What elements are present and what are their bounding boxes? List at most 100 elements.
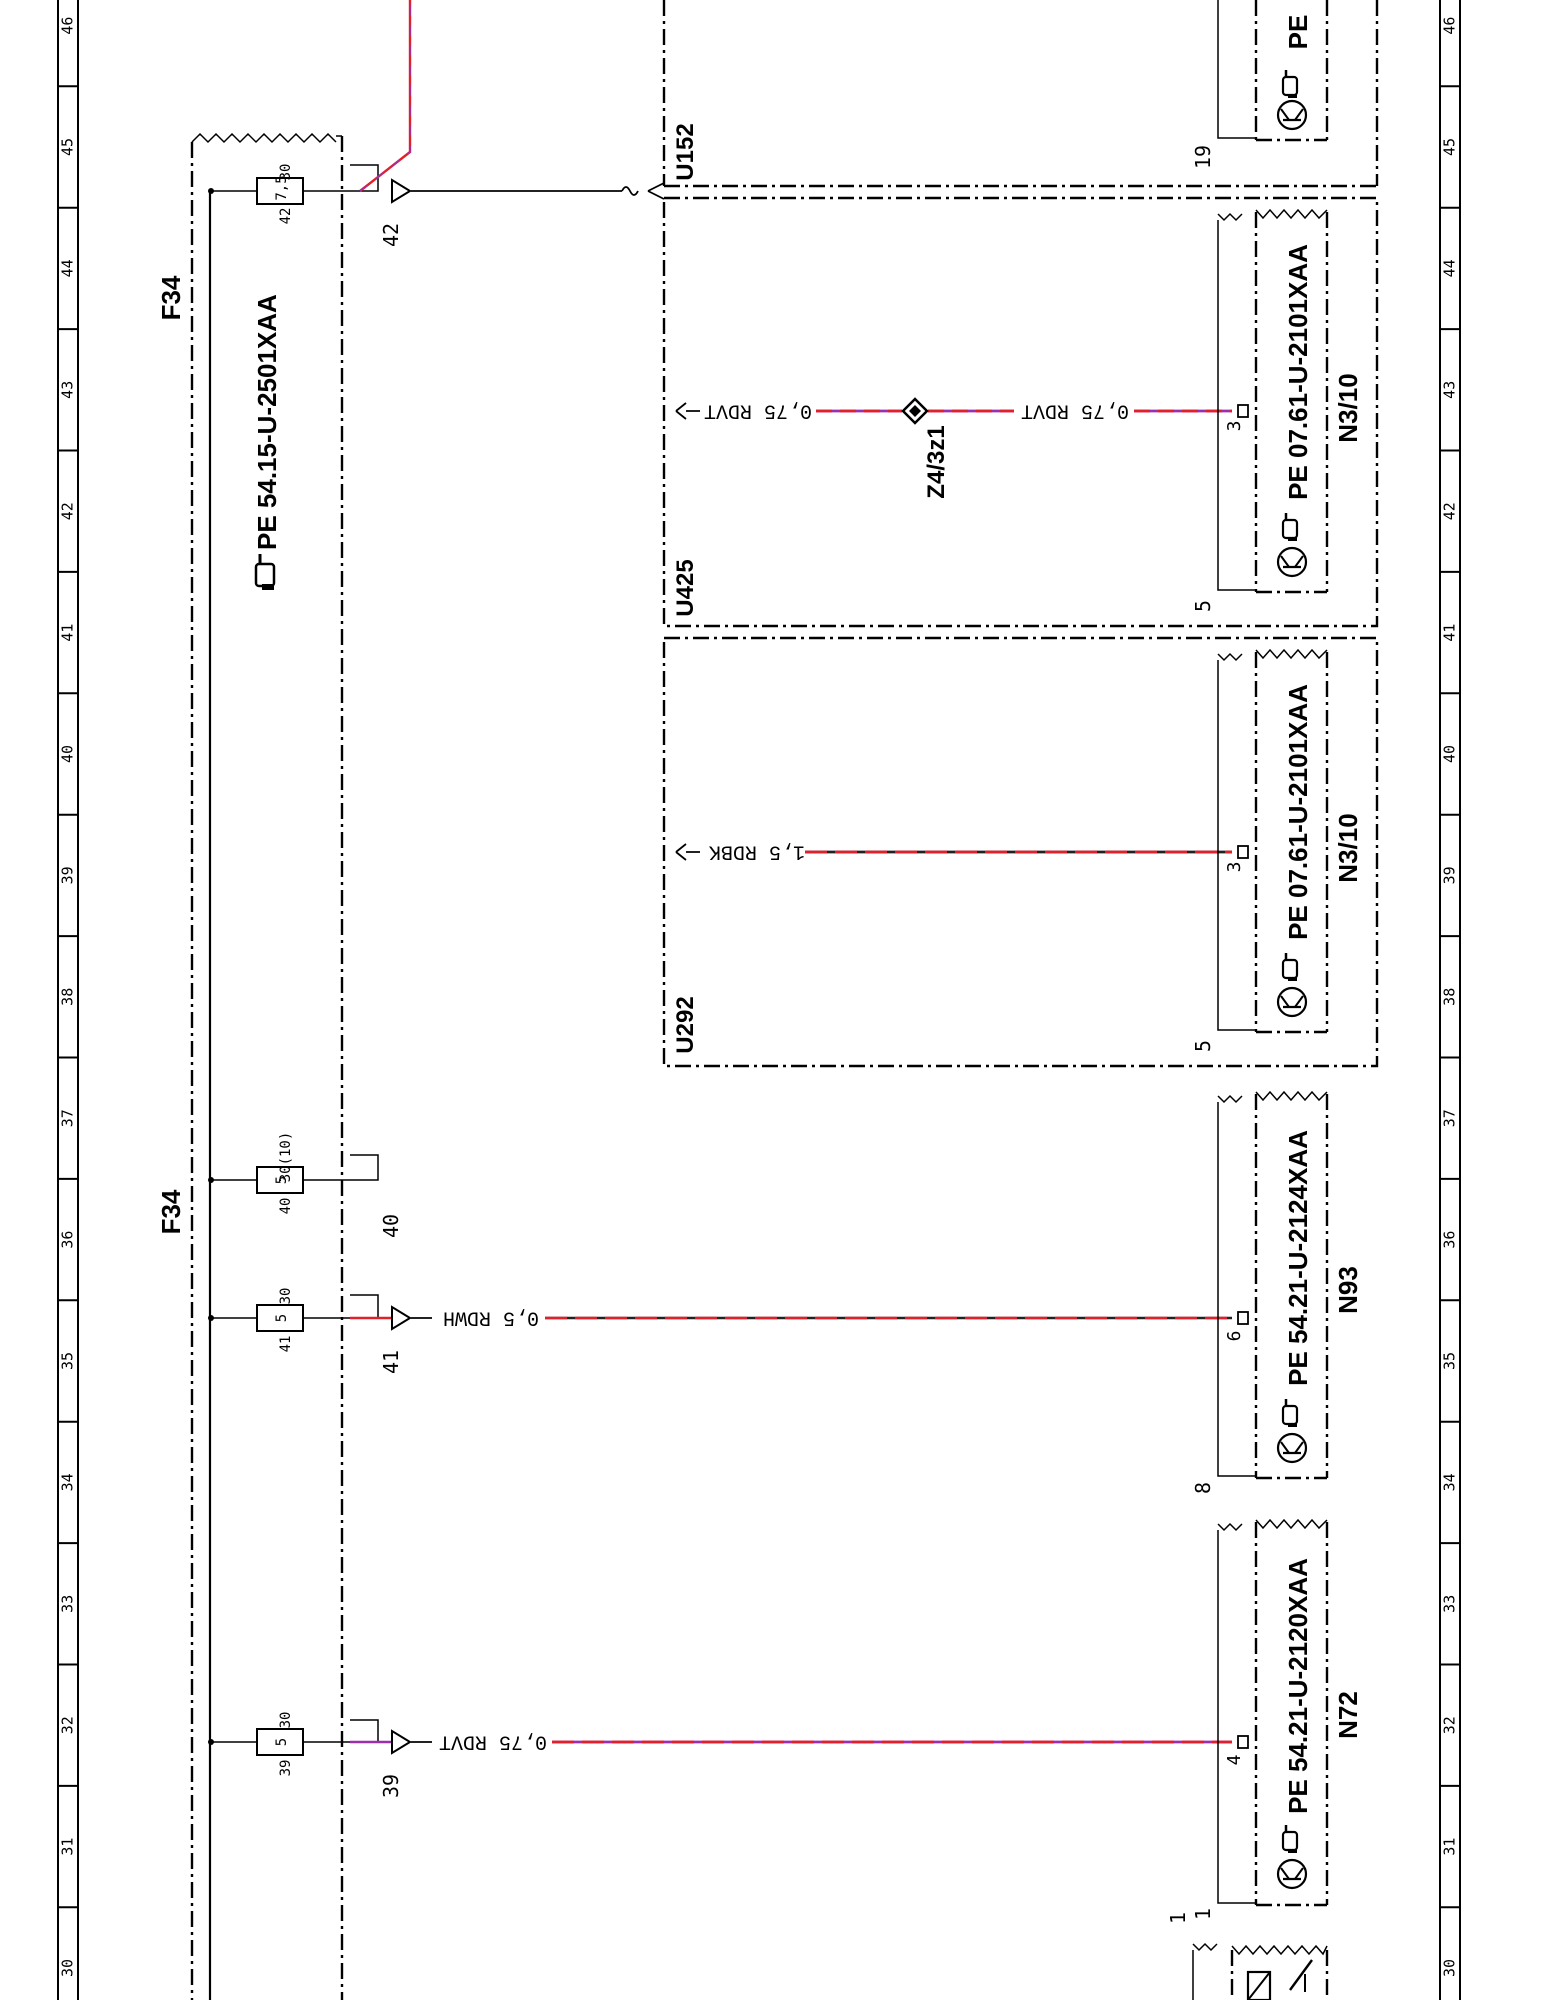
transistor-icon bbox=[1276, 546, 1308, 578]
grid-number: 35 bbox=[1441, 1352, 1459, 1370]
variant-label: U152 bbox=[672, 123, 699, 180]
fuse-41: 5 30 41 41 bbox=[208, 1288, 403, 1374]
torn-edge bbox=[191, 132, 337, 144]
component-name: N3/10 bbox=[1333, 813, 1363, 882]
transistor-icon bbox=[1276, 99, 1308, 131]
grid-number: 35 bbox=[59, 1352, 77, 1370]
transistor-icon bbox=[1276, 1858, 1308, 1890]
splice-label: Z4/3z1 bbox=[923, 425, 950, 498]
splice-z4-3z1: Z4/3z1 bbox=[901, 397, 950, 499]
transistor-icon bbox=[1276, 1432, 1308, 1464]
fuse-42: 7,5 30 42 42 bbox=[208, 164, 403, 247]
component-reference: PE 07.61-U-2101XAA bbox=[1283, 244, 1313, 500]
pin-number: 1 bbox=[1191, 1908, 1215, 1920]
wire-label: 1,5 RDBK bbox=[709, 840, 805, 863]
grid-number: 33 bbox=[59, 1595, 77, 1613]
fuse-pin-in: 39 bbox=[278, 1760, 294, 1777]
pointing-hand-icon bbox=[1281, 513, 1299, 541]
fuse-pin-in: 42 bbox=[278, 208, 294, 225]
grid-number: 44 bbox=[1441, 259, 1459, 277]
torn-edge bbox=[1255, 648, 1328, 660]
fuse-pin-in: 40 bbox=[278, 1198, 294, 1215]
component-n72: 1 4 PE 54.21-U-2120XAA N72 bbox=[1191, 1518, 1363, 1920]
grid-number: 37 bbox=[1441, 1109, 1459, 1127]
grid-number: 45 bbox=[1441, 138, 1459, 156]
pin-number: 6 bbox=[1224, 1331, 1245, 1342]
pointing-hand-icon bbox=[1281, 953, 1299, 981]
grid-number: 31 bbox=[1441, 1838, 1459, 1856]
component-name: N72 bbox=[1333, 1691, 1363, 1739]
reference-text: PE 54.15-U-2501XAA bbox=[252, 294, 282, 550]
wire-label: 0,5 RDWH bbox=[443, 1306, 539, 1329]
component-reference: PE bbox=[1283, 15, 1313, 50]
pointing-hand-icon bbox=[1281, 70, 1299, 98]
fuse-40: 5 30(10) 40 40 bbox=[208, 1132, 403, 1238]
grid-number: 40 bbox=[1441, 745, 1459, 763]
fuse-box-reference: PE 54.15-U-2501XAA bbox=[252, 294, 282, 590]
wire-0-75-rdvt-u425: 0,75 RDVT 0,75 RDVT bbox=[675, 399, 1232, 422]
transistor-icon bbox=[1276, 986, 1308, 1018]
component-bottom-partial: 1 bbox=[1166, 1912, 1329, 2000]
fuse-pin-out: 30 bbox=[278, 1712, 294, 1729]
grid-number: 30 bbox=[1441, 1959, 1459, 1977]
wire-1-5-rdbk: 1,5 RDBK bbox=[675, 840, 1232, 863]
torn-edge bbox=[1255, 208, 1328, 220]
fuse-box-designation: F34 bbox=[156, 275, 186, 320]
grid-number: 44 bbox=[59, 259, 77, 277]
grid-number: 40 bbox=[59, 745, 77, 763]
grid-number: 32 bbox=[1441, 1716, 1459, 1734]
component-reference: PE 07.61-U-2101XAA bbox=[1283, 684, 1313, 940]
grid-number: 33 bbox=[1441, 1595, 1459, 1613]
variant-boxes: U152 U425 U292 bbox=[662, 0, 1379, 1068]
pin-number: 5 bbox=[1191, 600, 1215, 612]
pin-number: 8 bbox=[1191, 1482, 1215, 1494]
grid-number: 43 bbox=[59, 381, 77, 399]
variant-label: U292 bbox=[672, 996, 699, 1053]
relay-icon bbox=[1246, 1959, 1313, 2000]
wires: 0,5 RDWH 0,75 RDVT 1,5 RDBK 0,75 RDVT bbox=[350, 0, 1232, 1755]
grid-number: 42 bbox=[59, 502, 77, 520]
grid-number: 32 bbox=[59, 1716, 77, 1734]
wire-0-5-rdwh: 0,5 RDWH bbox=[350, 1305, 1232, 1331]
grid-number: 31 bbox=[59, 1838, 77, 1856]
wire-label: 0,75 RDVT bbox=[1021, 399, 1129, 422]
grid-number: 43 bbox=[1441, 381, 1459, 399]
fuse-terminal: 41 bbox=[379, 1350, 403, 1374]
grid-number: 39 bbox=[1441, 866, 1459, 884]
torn-edge bbox=[1231, 1944, 1328, 1956]
fuse-39: 5 30 39 39 bbox=[208, 1712, 403, 1798]
grid-number: 38 bbox=[59, 988, 77, 1006]
grid-number: 34 bbox=[1441, 1473, 1459, 1491]
grid-number: 38 bbox=[1441, 988, 1459, 1006]
grid-number: 30 bbox=[59, 1959, 77, 1977]
component-n3-10-u292: 5 3 PE 07.61-U-2101XAA N3/10 bbox=[1191, 648, 1363, 1052]
component-reference: PE 54.21-U-2120XAA bbox=[1283, 1558, 1313, 1814]
component-reference: PE 54.21-U-2124XAA bbox=[1283, 1130, 1313, 1386]
fuse-terminal: 42 bbox=[379, 223, 403, 247]
grid-number: 41 bbox=[1441, 624, 1459, 642]
torn-edge bbox=[1255, 1518, 1328, 1530]
wire-label: 0,75 RDVT bbox=[704, 399, 812, 422]
grid-number: 39 bbox=[59, 866, 77, 884]
fuse-pin-in: 41 bbox=[278, 1336, 294, 1353]
wire-label: 0,75 RDVT bbox=[439, 1730, 547, 1753]
component-n3-10-u425: 5 3 PE 07.61-U-2101XAA N3/10 bbox=[1191, 208, 1363, 612]
grid-number: 36 bbox=[59, 1231, 77, 1249]
wire-0-75-rdvt-n72: 0,75 RDVT bbox=[350, 1729, 1232, 1755]
grid-number: 37 bbox=[59, 1109, 77, 1127]
pin-number: 19 bbox=[1191, 145, 1215, 169]
grid-number: 42 bbox=[1441, 502, 1459, 520]
torn-edge bbox=[1255, 1090, 1328, 1102]
grid-number: 36 bbox=[1441, 1231, 1459, 1249]
grid-number: 46 bbox=[59, 17, 77, 35]
component-top-pe: 19 PE bbox=[1191, 0, 1329, 169]
pin-number: 4 bbox=[1224, 1755, 1245, 1766]
grid-number: 45 bbox=[59, 138, 77, 156]
fuse-terminal: 39 bbox=[379, 1774, 403, 1798]
fuse-rating: 5 bbox=[274, 1738, 290, 1746]
fuse-box-designation: F34 bbox=[156, 1189, 186, 1234]
grid-number: 46 bbox=[1441, 17, 1459, 35]
grid-ticks bbox=[58, 85, 1460, 1909]
